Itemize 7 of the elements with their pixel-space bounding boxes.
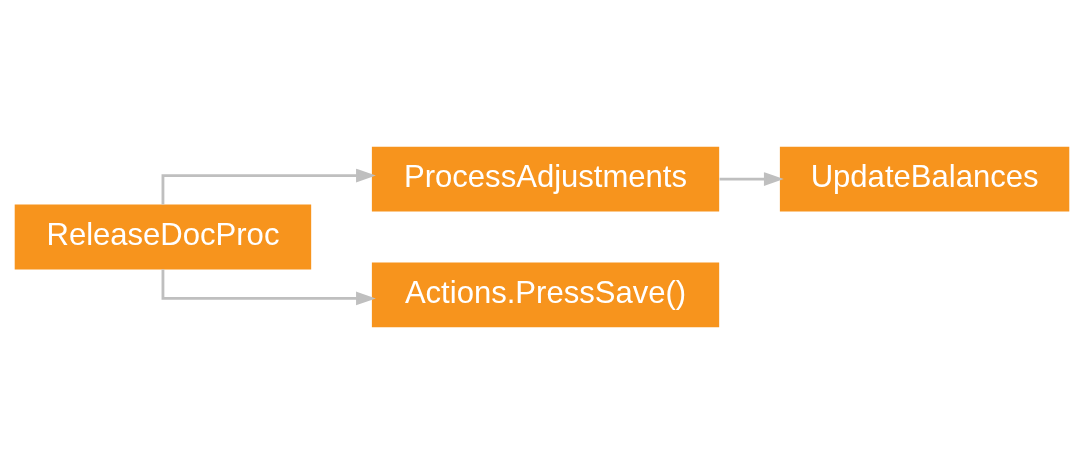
node-box: ProcessAdjustments — [371, 146, 720, 212]
node-box: Actions.PressSave() — [371, 261, 720, 327]
arrow — [161, 269, 376, 305]
node-box: ReleaseDocProc — [14, 204, 312, 269]
node-box: UpdateBalances — [779, 146, 1070, 212]
arrow — [161, 168, 376, 204]
arrow — [719, 171, 784, 186]
